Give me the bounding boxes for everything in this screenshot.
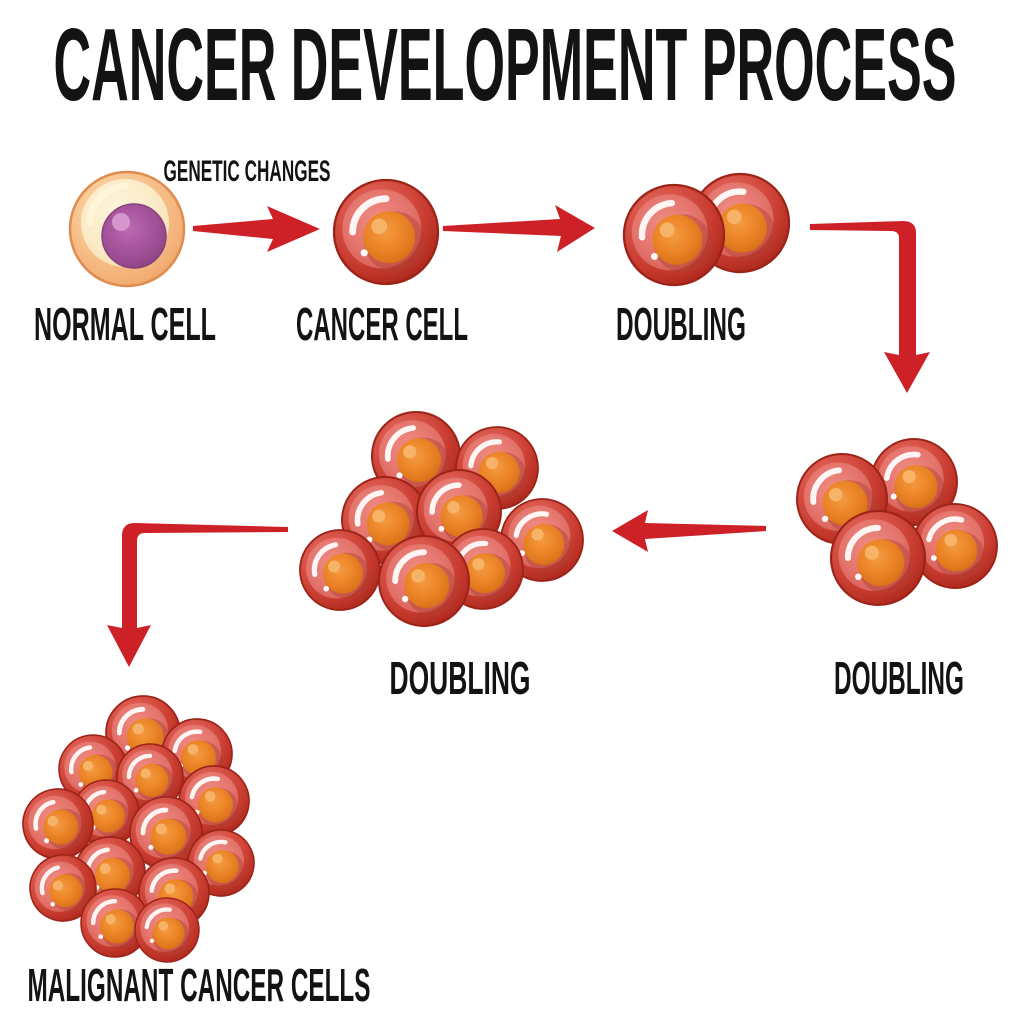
cancer-cell (378, 535, 470, 627)
label-doubling-1: DOUBLING (616, 298, 746, 350)
cancer-cell (341, 476, 429, 564)
cancer-cell (829, 509, 927, 607)
arrow-elbow-down-left-icon (107, 523, 288, 667)
cancer-cell (187, 829, 255, 897)
label-malignant-cancer-cells: MALIGNANT CANCER CELLS (28, 959, 371, 1011)
cancer-cell (371, 411, 461, 501)
doubling-eight-cell-cluster (299, 411, 584, 627)
label-normal-cell: NORMAL CELL (34, 298, 216, 350)
cancer-cell (332, 178, 440, 286)
arrow-doubling-left-icon (612, 510, 766, 552)
cancer-cell (622, 183, 726, 287)
malignant-cell-cluster (22, 695, 255, 963)
cancer-cell (299, 529, 381, 611)
normal-cell (68, 170, 186, 288)
arrow-genetic-changes-icon (193, 206, 320, 252)
arrow-doubling-elbow-down-icon (810, 221, 930, 393)
cancer-cell (912, 503, 998, 589)
label-doubling-3: DOUBLING (390, 652, 531, 704)
cancer-cell (134, 897, 200, 963)
arrow-cancer-to-doubling-icon (443, 205, 595, 252)
cancer-cell-graphic (332, 178, 440, 286)
page-title: CANCER DEVELOPMENT PROCESS (54, 7, 957, 122)
doubling-four-cell-cluster (796, 438, 998, 607)
label-cancer-cell: CANCER CELL (296, 298, 468, 350)
doubling-pair-graphic (622, 172, 791, 287)
cancer-cell (870, 438, 958, 526)
cancer-cell (22, 788, 94, 860)
label-doubling-2: DOUBLING (834, 652, 964, 704)
cancer-cell (29, 854, 97, 922)
cancer-cell (80, 888, 150, 958)
cancer-cell (129, 796, 203, 870)
cancer-cell (74, 836, 146, 908)
genetic-changes-label: GENETIC CHANGES (164, 155, 331, 188)
